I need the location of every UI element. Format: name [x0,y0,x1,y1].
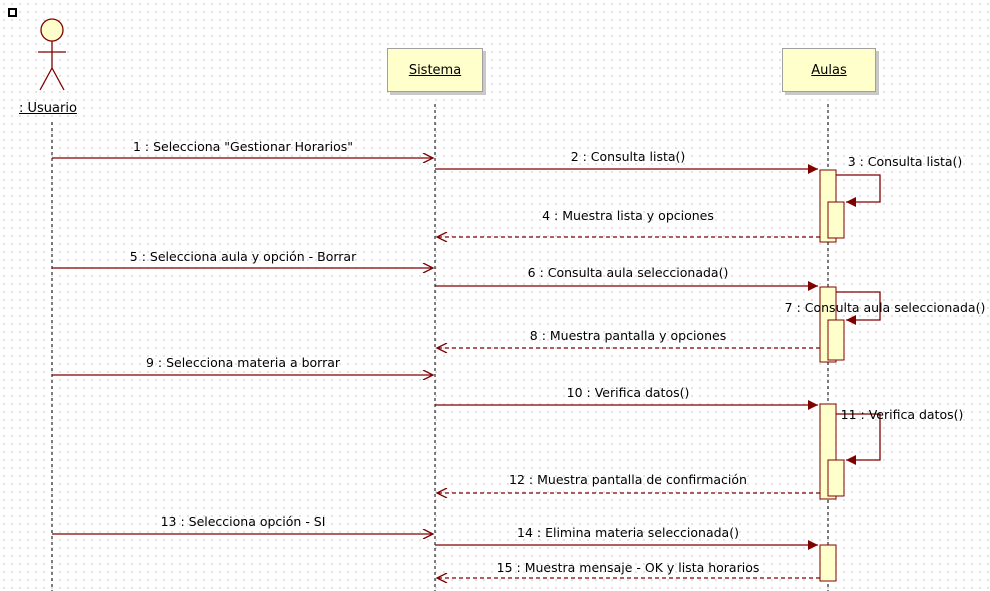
lifeline-box-sistema[interactable]: Sistema [387,48,483,92]
self-call-loop [836,413,881,461]
message-label: 11 : Verifica datos() [840,407,964,422]
message-label: 13 : Selecciona opción - SI [160,514,326,529]
message-label: 2 : Consulta lista() [570,149,686,164]
message-label: 8 : Muestra pantalla y opciones [529,328,727,343]
message-label: 9 : Selecciona materia a borrar [145,355,341,370]
message-label: 5 : Selecciona aula y opción - Borrar [129,249,357,264]
message-label: 4 : Muestra lista y opciones [542,208,714,223]
message-label: 10 : Verifica datos() [566,385,690,400]
message-label: 15 : Muestra mensaje - OK y lista horari… [496,560,760,575]
message-label: 6 : Consulta aula seleccionada() [527,265,729,280]
self-call-arrowhead [846,455,856,465]
message-label: 12 : Muestra pantalla de confirmación [509,472,747,487]
nested-activation-bar [827,459,845,497]
nested-activation-bar [827,319,845,361]
corner-marker [8,8,17,17]
actor-icon[interactable] [38,18,66,91]
message-label: 14 : Elimina materia seleccionada() [517,525,739,540]
self-call-arrowhead [846,315,856,325]
actor-name: : Usuario [19,101,77,116]
activation-bar [819,544,837,582]
message-label: 1 : Selecciona "Gestionar Horarios" [132,139,354,154]
message-label: 7 : Consulta aula seleccionada() [784,300,986,315]
self-call-loop [836,291,881,321]
message-label: 3 : Consulta lista() [847,154,963,169]
lifeline-box-aulas[interactable]: Aulas [782,48,876,92]
nested-activation-bar [827,201,845,239]
self-call-loop [836,174,881,203]
self-call-arrowhead [846,197,856,207]
